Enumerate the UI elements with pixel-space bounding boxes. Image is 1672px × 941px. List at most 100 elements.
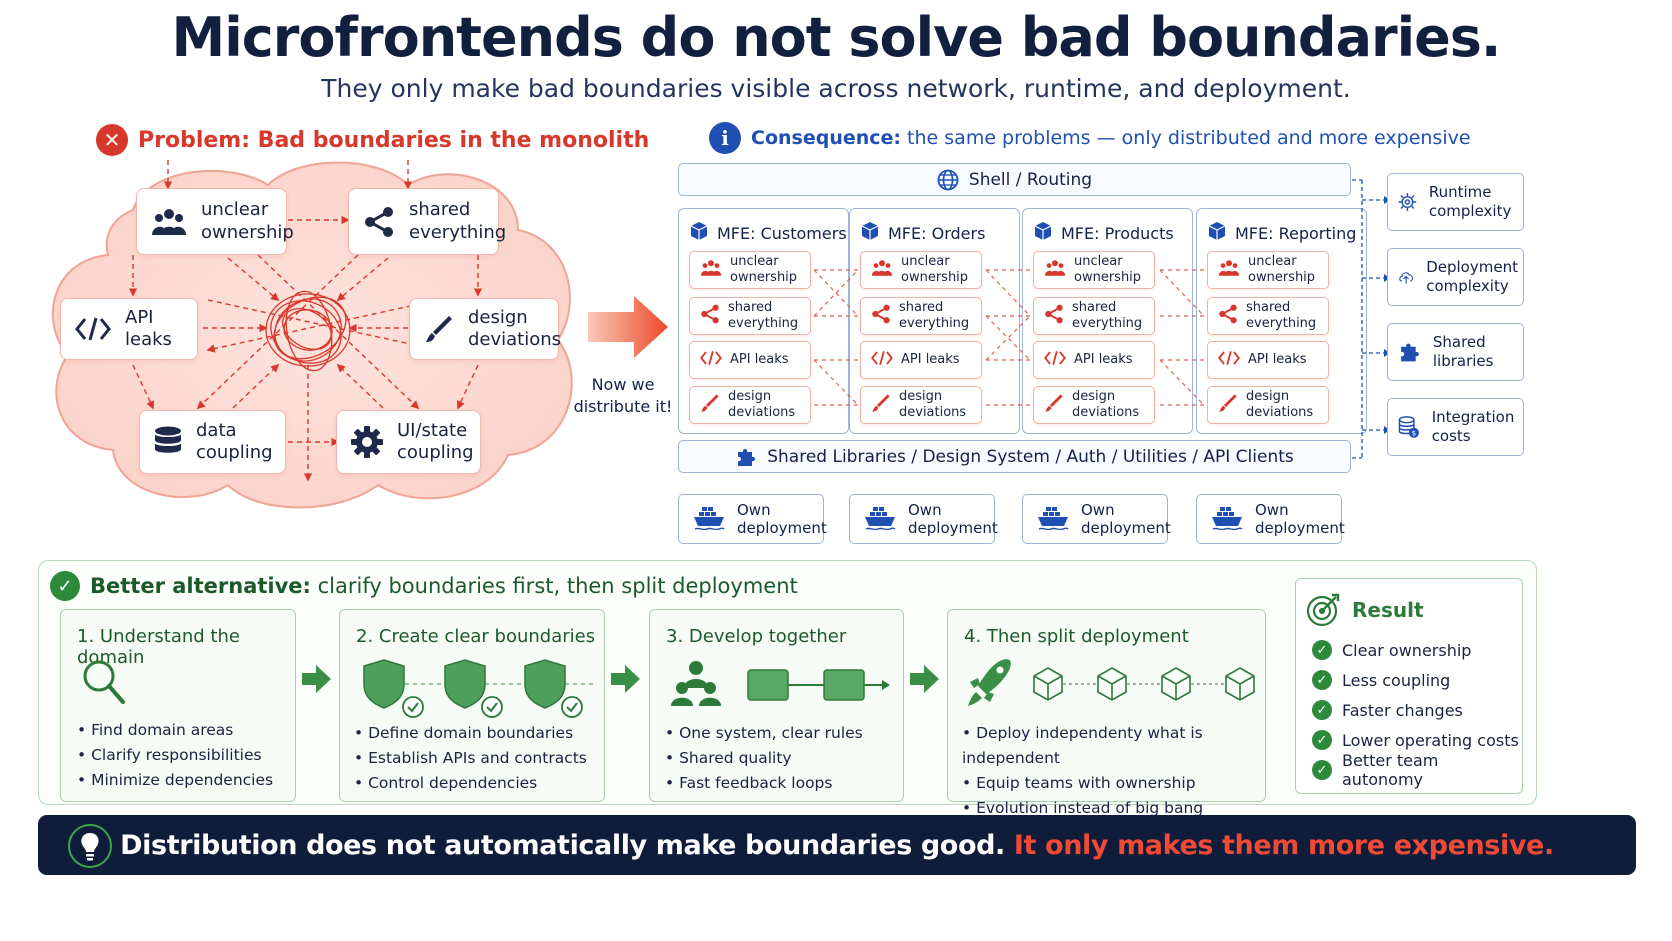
team-icon: [1044, 259, 1066, 282]
info-icon: i: [709, 122, 741, 154]
issue-chip-label: API leaks: [730, 352, 789, 368]
own-deployment-label: Own deployment: [908, 501, 998, 537]
shared-libraries-label: Shared Libraries / Design System / Auth …: [767, 446, 1294, 467]
mfe-column: MFE: Products unclear ownership shared eve…: [1022, 208, 1193, 434]
consequence-heading-rest: the same problems — only distributed and…: [901, 127, 1471, 149]
issue-chip-label: API leaks: [1248, 352, 1307, 368]
node-unclear-ownership: unclear ownership: [136, 188, 294, 255]
result-header: Result: [1306, 593, 1424, 627]
brush-icon: [426, 316, 452, 342]
step-1-bullet: Minimize dependencies: [77, 768, 273, 793]
check-circle-icon: ✓: [1312, 730, 1332, 750]
target-icon: [1306, 593, 1340, 627]
issue-chip-label: design deviations: [899, 389, 967, 420]
side-deployment-complexity: Deployment complexity: [1387, 248, 1524, 306]
issue-chip-label: shared everything: [1072, 300, 1143, 331]
issue-chip-shared: shared everything: [1033, 297, 1155, 335]
node-api-leaks: API leaks: [60, 298, 198, 360]
alternative-heading-bold: Better alternative:: [90, 574, 311, 598]
result-item: ✓Faster changes: [1312, 695, 1522, 725]
brush-icon: [700, 393, 720, 418]
issue-chip-label: shared everything: [1246, 300, 1317, 331]
code-icon: [700, 350, 722, 371]
team-modules-icon: [671, 661, 890, 706]
issue-chip-shared: shared everything: [860, 297, 982, 335]
issue-chip-api: API leaks: [689, 341, 811, 379]
cube-icon: [1033, 221, 1053, 245]
result-item-label: Less coupling: [1342, 670, 1451, 690]
arrow-right-icon: [302, 665, 331, 693]
footer-text-main: Distribution does not automatically make…: [120, 829, 1005, 861]
side-integration-costs-label: Integration costs: [1431, 407, 1515, 446]
result-item: ✓Less coupling: [1312, 665, 1522, 695]
issue-chip-label: design deviations: [1072, 389, 1140, 420]
step-2-bullets: Define domain boundaries Establish APIs …: [354, 721, 587, 796]
own-deployment-box: Own deployment: [678, 494, 827, 544]
side-shared-libraries: Shared libraries: [1387, 323, 1524, 381]
brush-icon: [1044, 393, 1064, 418]
issue-chip-label: shared everything: [728, 300, 799, 331]
step-create-boundaries: 2. Create clear boundaries Define domain…: [339, 609, 605, 802]
step-3-bullet: Shared quality: [665, 746, 863, 771]
node-shared-everything-label: shared everything: [409, 199, 507, 243]
result-item-label: Faster changes: [1342, 700, 1463, 720]
consequence-heading-bold: Consequence:: [751, 127, 902, 149]
issue-chip-unclear: unclear ownership: [860, 251, 982, 289]
cube-icon: [689, 221, 709, 245]
share-icon: [700, 304, 720, 329]
share-icon: [1044, 304, 1064, 329]
mfe-title-label: MFE: Orders: [888, 223, 986, 243]
gear-icon: [1398, 193, 1417, 211]
step-2-bullet: Define domain boundaries: [354, 721, 587, 746]
step-1-bullets: Find domain areas Clarify responsibiliti…: [77, 718, 273, 793]
node-shared-everything: shared everything: [348, 188, 506, 255]
problem-heading: ✕ Problem: Bad boundaries in the monolit…: [96, 124, 649, 156]
step-3-bullet: One system, clear rules: [665, 721, 863, 746]
arrow-right-icon: [910, 665, 939, 693]
puzzle-icon: [1401, 343, 1419, 362]
issue-chip-design: design deviations: [1033, 386, 1155, 424]
mfe-column: MFE: Orders unclear ownership shared every…: [849, 208, 1020, 434]
issue-chip-unclear: unclear ownership: [1207, 251, 1329, 289]
result-panel: Result ✓Clear ownership ✓Less coupling ✓…: [1295, 578, 1523, 794]
step-1-bullet: Find domain areas: [77, 718, 273, 743]
node-data-coupling: data coupling: [139, 410, 286, 474]
shell-routing-label: Shell / Routing: [968, 169, 1093, 190]
mfe-title-label: MFE: Customers: [717, 223, 847, 243]
issue-chip-label: design deviations: [728, 389, 796, 420]
step-3-title: 3. Develop together: [666, 626, 847, 647]
step-2-bullet: Establish APIs and contracts: [354, 746, 587, 771]
puzzle-icon: [738, 448, 756, 466]
issue-chip-label: API leaks: [1074, 352, 1133, 368]
node-data-coupling-label: data coupling: [196, 419, 273, 464]
footer-text: Distribution does not automatically make…: [38, 830, 1636, 861]
issue-chip-design: design deviations: [860, 386, 982, 424]
ship-icon: [693, 504, 725, 534]
mfe-title: MFE: Reporting: [1197, 209, 1366, 245]
shell-routing-bar: Shell / Routing: [678, 163, 1351, 196]
brush-icon: [1218, 393, 1238, 418]
globe-icon: [937, 169, 959, 190]
coins-icon: $: [1398, 416, 1419, 438]
step-4-title: 4. Then split deployment: [964, 626, 1189, 647]
cube-icon: [860, 221, 880, 245]
issue-chip-api: API leaks: [1033, 341, 1155, 379]
transition-label: Now we distribute it!: [573, 375, 673, 416]
issue-chip-design: design deviations: [689, 386, 811, 424]
share-icon: [871, 304, 891, 329]
shields-icon: [363, 659, 595, 718]
own-deployment-label: Own deployment: [1081, 501, 1171, 537]
mfe-column: MFE: Reporting unclear ownership shared ev…: [1196, 208, 1367, 434]
side-deployment-complexity-label: Deployment complexity: [1426, 257, 1518, 296]
consequence-heading: i Consequence: the same problems — only …: [709, 122, 1471, 154]
issue-chip-label: shared everything: [899, 300, 970, 331]
step-understand-domain: 1. Understand the domain Find domain are…: [60, 609, 296, 802]
database-icon: [155, 426, 181, 453]
issue-chip-unclear: unclear ownership: [1033, 251, 1155, 289]
mfe-title: MFE: Orders: [850, 209, 1019, 245]
check-circle-icon: ✓: [50, 571, 80, 601]
mfe-title: MFE: Products: [1023, 209, 1192, 245]
code-icon: [1044, 350, 1066, 371]
side-runtime-complexity: Runtime complexity: [1387, 173, 1524, 231]
